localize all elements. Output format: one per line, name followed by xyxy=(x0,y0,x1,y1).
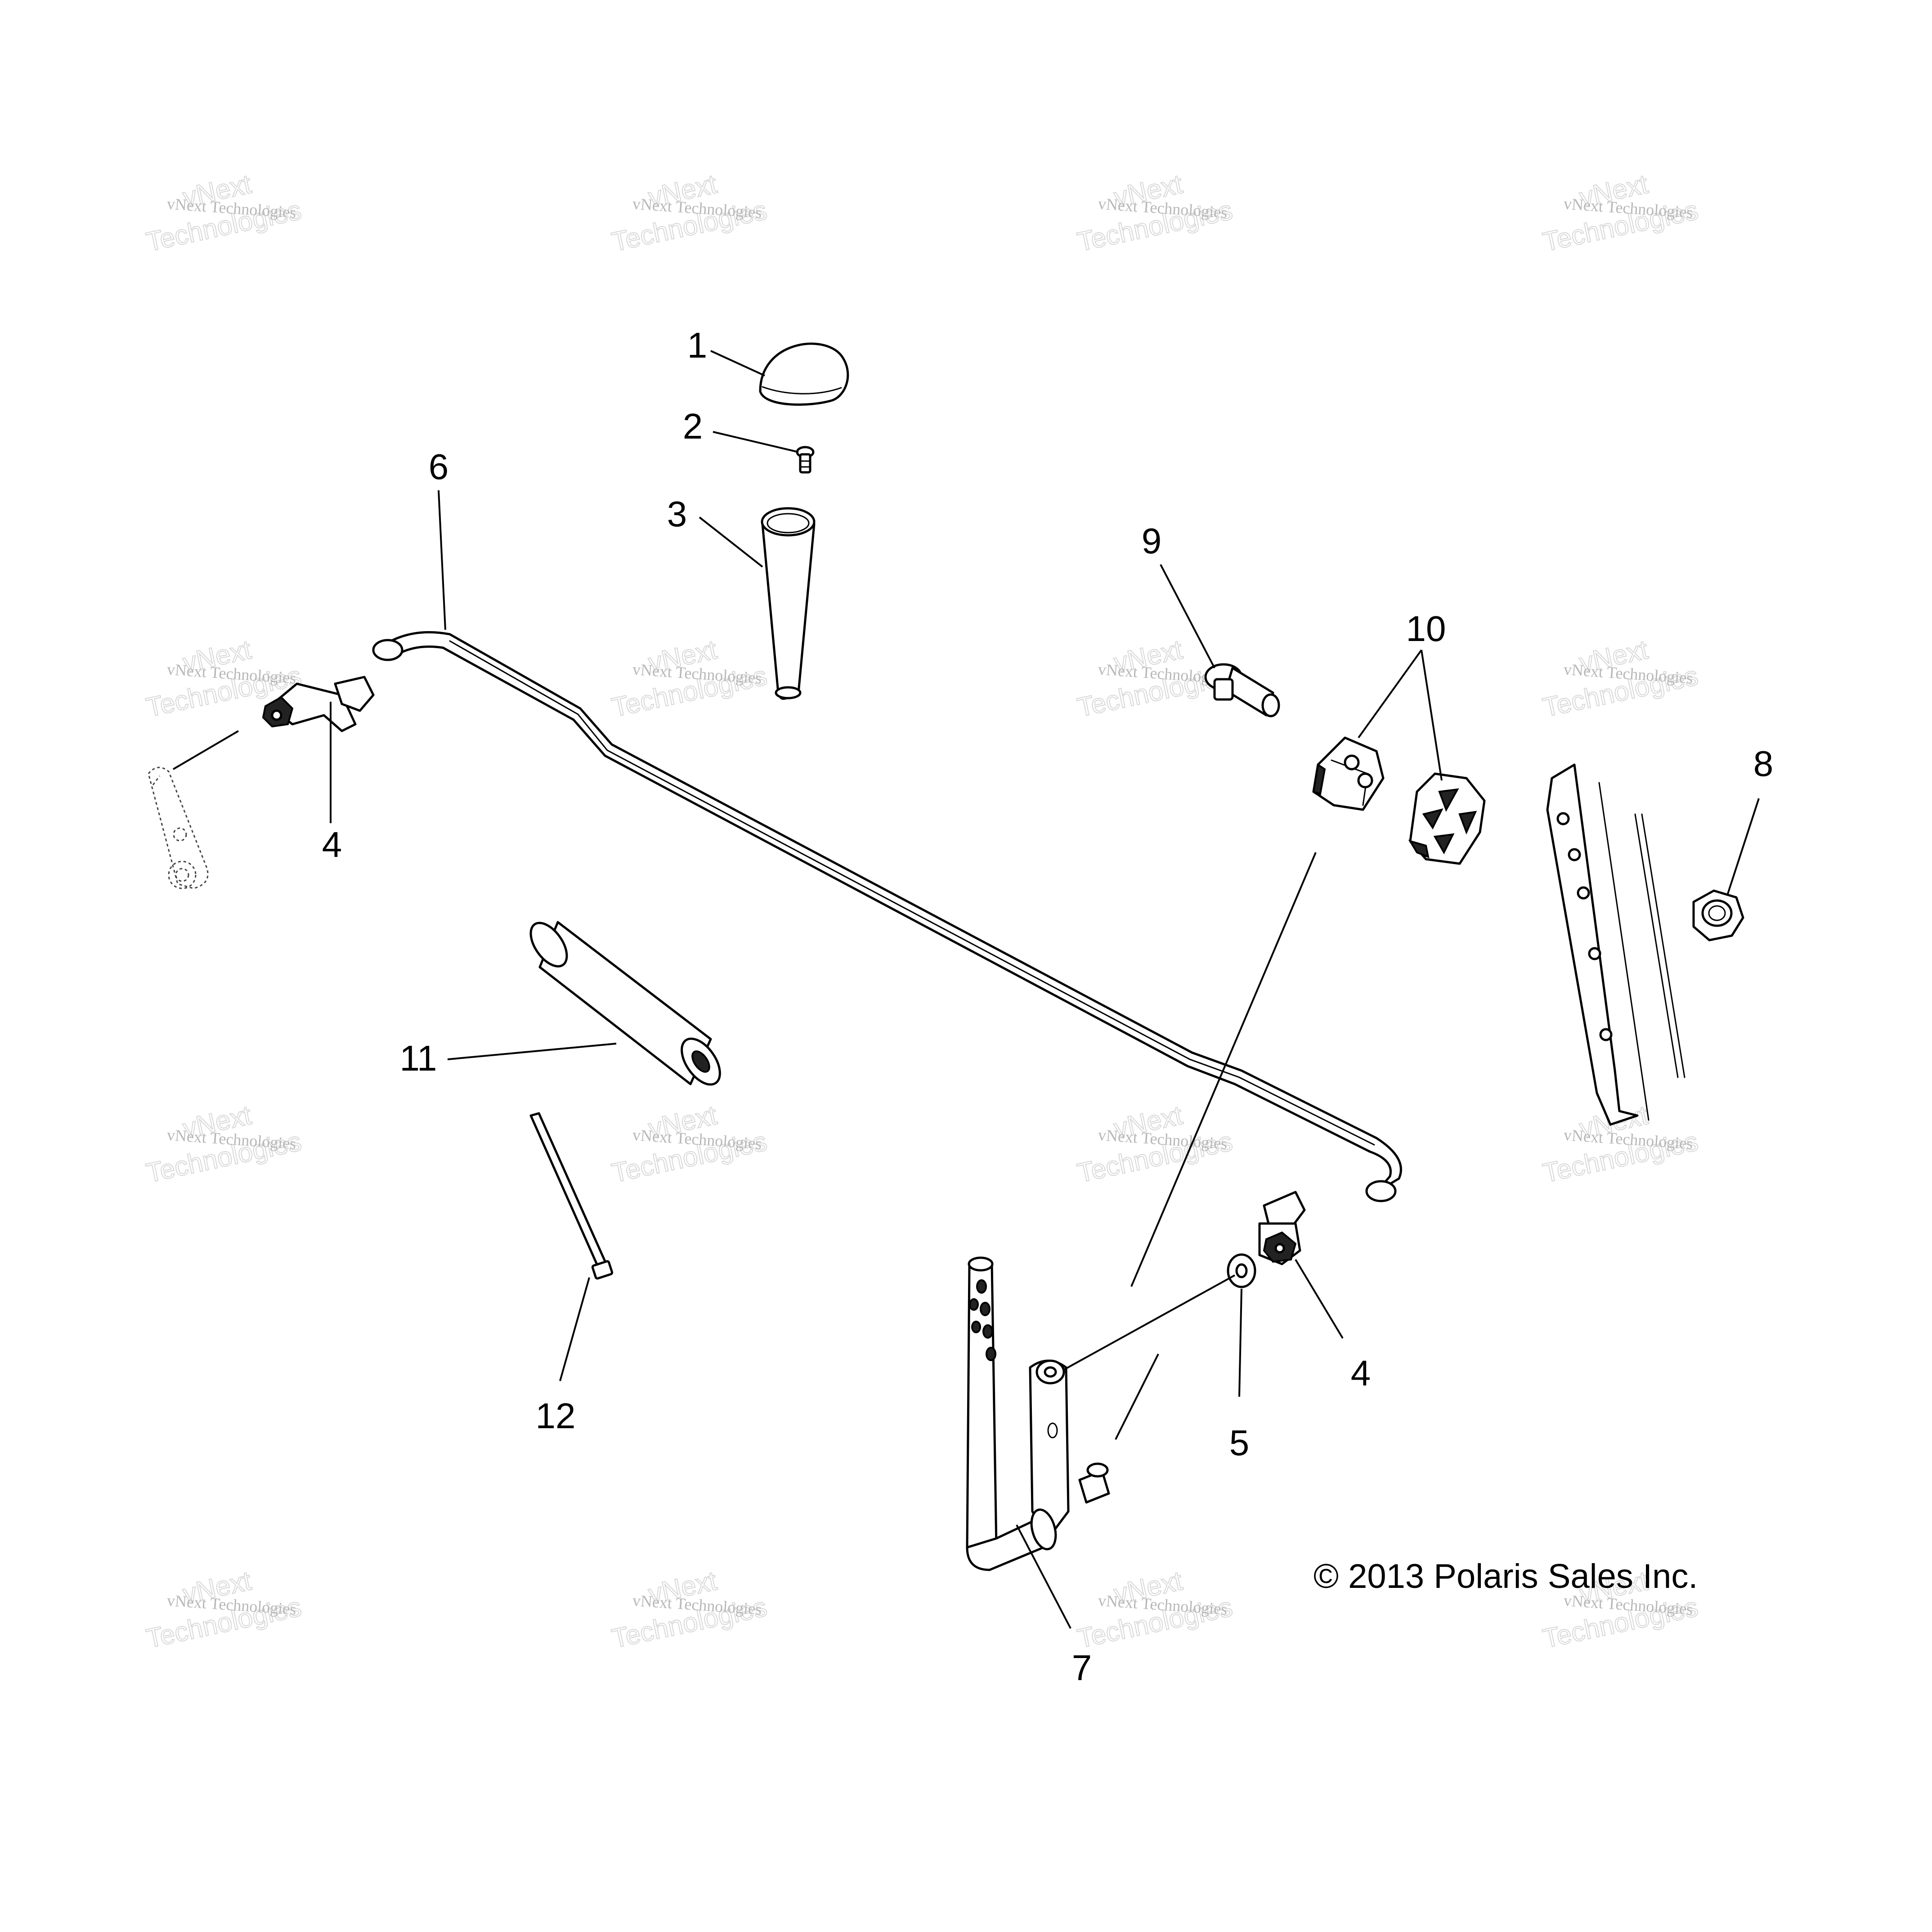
callout-4-right: 4 xyxy=(1351,1353,1371,1393)
part-7-shift-lever xyxy=(966,1256,1110,1571)
part-10-bushing-right xyxy=(1408,772,1486,865)
part-4-clip-right xyxy=(1258,1191,1306,1265)
callout-11: 11 xyxy=(399,1038,437,1078)
part-12-pin xyxy=(529,1112,614,1280)
callout-9: 9 xyxy=(1142,521,1162,561)
assembly-lines xyxy=(172,730,1317,1440)
leader-lines xyxy=(330,350,1760,1629)
callout-4-left: 4 xyxy=(322,825,342,865)
callout-6: 6 xyxy=(429,447,449,487)
part-6-shift-rod xyxy=(372,631,1402,1202)
callout-3: 3 xyxy=(667,494,687,534)
callout-7: 7 xyxy=(1072,1648,1092,1688)
part-11-sleeve xyxy=(529,921,721,1086)
callout-5: 5 xyxy=(1229,1423,1250,1463)
part-2-screw xyxy=(796,446,815,474)
callout-10: 10 xyxy=(1406,609,1446,649)
part-arm-phantom xyxy=(148,767,209,889)
part-3-shift-knob xyxy=(761,507,816,700)
part-5-washer xyxy=(1227,1253,1256,1288)
part-8-nut xyxy=(1692,889,1744,941)
callout-1: 1 xyxy=(687,325,708,365)
callout-labels: 1 2 3 4 4 5 6 7 8 9 10 11 12 xyxy=(322,325,1774,1688)
part-1-knob-cap xyxy=(759,342,849,406)
callout-12: 12 xyxy=(536,1396,576,1436)
callout-2: 2 xyxy=(683,406,703,446)
part-9-pivot-bolt xyxy=(1204,663,1280,717)
frame-bracket xyxy=(1546,763,1685,1126)
part-4-clip-left xyxy=(262,676,375,732)
part-10-bushing-left xyxy=(1312,736,1385,811)
copyright-notice: © 2013 Polaris Sales Inc. xyxy=(1313,1557,1698,1596)
callout-8: 8 xyxy=(1753,744,1774,784)
